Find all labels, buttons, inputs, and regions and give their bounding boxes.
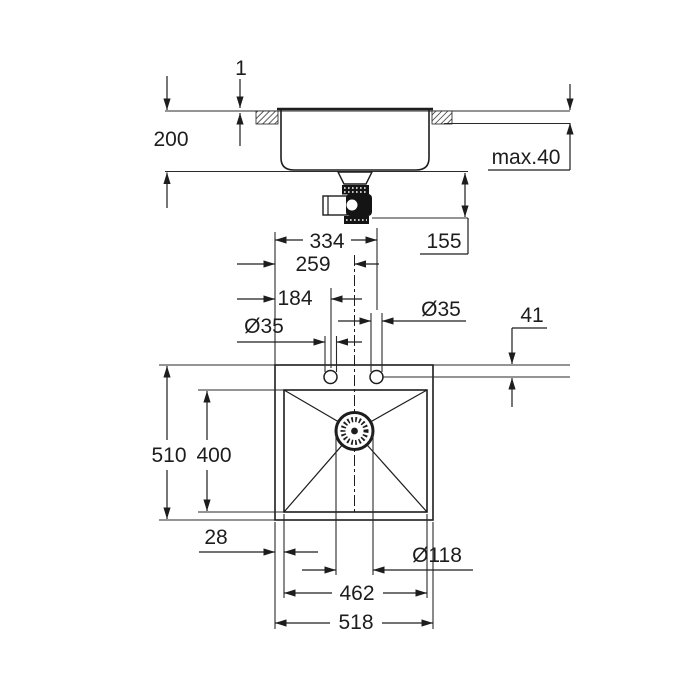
dim-center-offset: 259 [295, 253, 330, 276]
dim-drain-diameter: Ø118 [412, 544, 462, 567]
top-view-dimensions: 334 259 184 Ø35 Ø35 41 510 400 28 [151, 230, 547, 634]
drain-trap-body [346, 194, 372, 216]
dim-rim-offset: 28 [204, 526, 227, 549]
dim-under-depth: 155 [426, 230, 461, 253]
drain-body-window [346, 199, 358, 211]
side-section-view [165, 107, 570, 224]
dim-overall-depth: 510 [151, 444, 186, 467]
dim-rim-height: 1 [235, 57, 247, 80]
dim-counter-thickness: max.40 [492, 146, 561, 169]
drain-assembly-section [322, 171, 374, 224]
countertop-hatch-left [255, 110, 279, 125]
dim-inner-bowl-depth: 400 [196, 444, 231, 467]
dim-hole-setback: 41 [520, 304, 543, 327]
faucet-hole-left [323, 369, 338, 385]
countertop-hatch-right [431, 110, 453, 125]
drain-side-outlet [322, 195, 348, 216]
drain-nut-upper [342, 185, 369, 195]
top-plan-view [159, 228, 570, 629]
drain-nut-lower [344, 216, 369, 224]
side-view-dimensions: 1 200 max.40 155 [153, 57, 574, 255]
dim-right-hole-offset: 334 [309, 230, 344, 253]
drain-funnel [336, 171, 374, 185]
dim-overall-width: 518 [338, 611, 373, 634]
dim-right-hole-diameter: Ø35 [421, 298, 461, 321]
dim-bowl-depth: 200 [153, 128, 188, 151]
bowl-inner-rect [283, 389, 428, 513]
dim-left-hole-diameter: Ø35 [244, 315, 284, 338]
dim-inner-bowl-width: 462 [339, 582, 374, 605]
bowl-section-outline [280, 110, 430, 171]
drain-strainer-icon [334, 411, 375, 451]
faucet-hole-right [369, 369, 384, 385]
dim-left-hole-offset: 184 [277, 287, 312, 310]
